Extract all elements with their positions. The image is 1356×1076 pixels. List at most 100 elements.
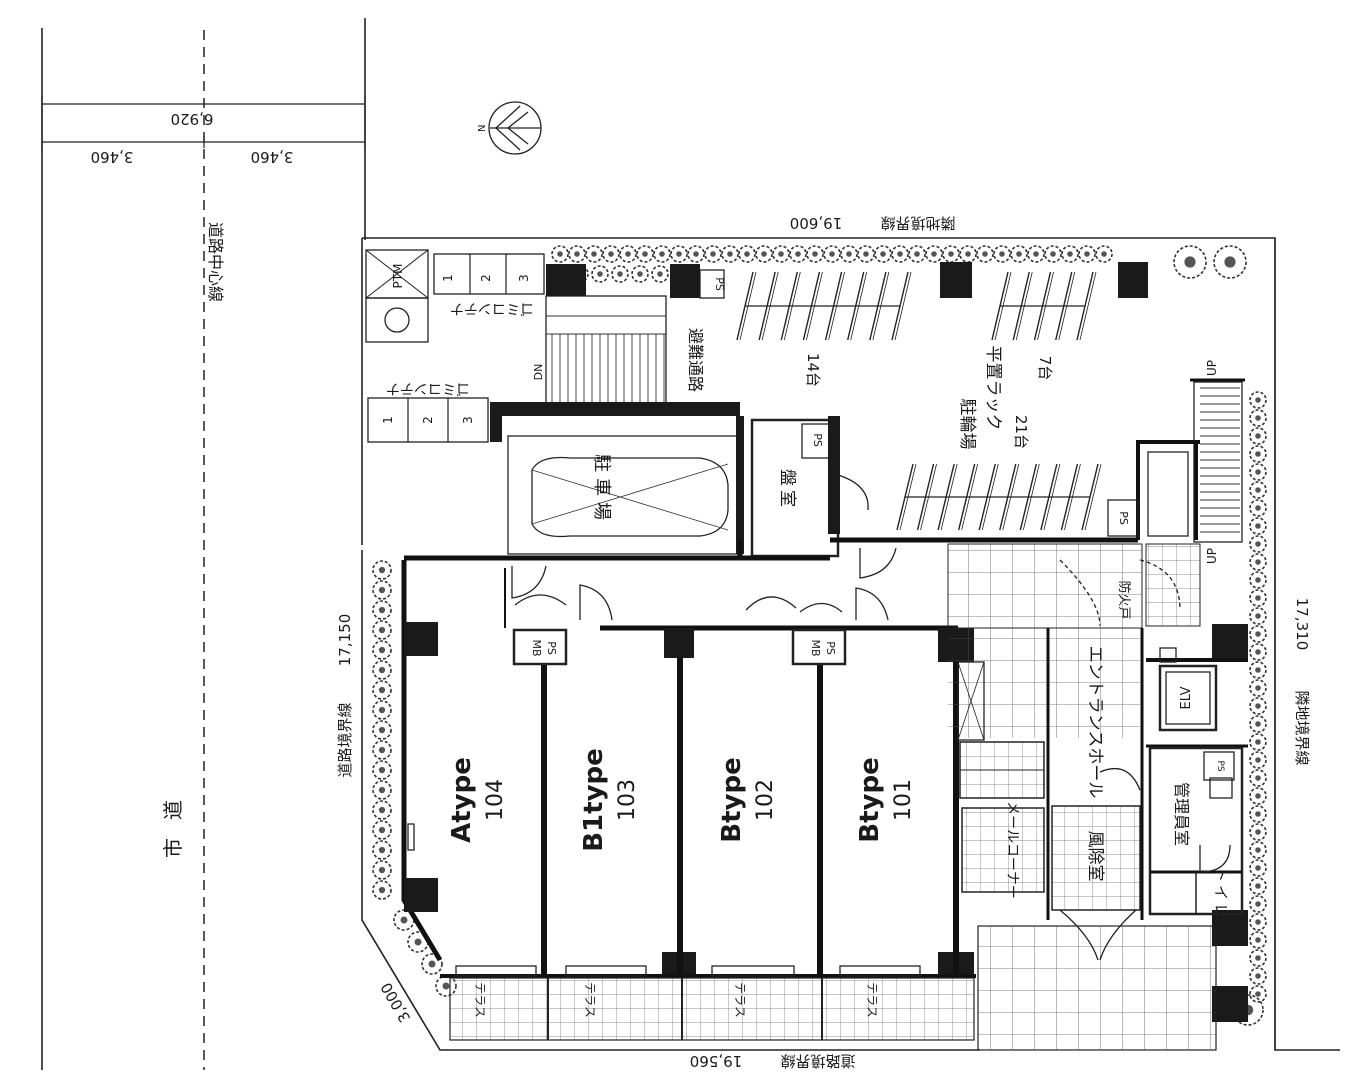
shrub-icon bbox=[1249, 409, 1267, 427]
shrub-icon bbox=[1249, 805, 1267, 823]
shrub-icon bbox=[1061, 245, 1079, 263]
shrub-icon bbox=[1249, 859, 1267, 877]
unit-101-number: 101 bbox=[891, 779, 916, 821]
dn-label: DN bbox=[532, 364, 545, 381]
shrub-icon bbox=[372, 660, 392, 680]
shrub-icon bbox=[1249, 967, 1267, 985]
shrub-icon bbox=[591, 265, 609, 283]
slot-3-mid: 3 bbox=[461, 416, 475, 424]
shrub-icon bbox=[551, 245, 569, 263]
garbage-label-top: ゴミコンテナ bbox=[450, 300, 534, 317]
shrub-icon bbox=[372, 680, 392, 700]
bike-count-21: 21台 bbox=[1012, 415, 1030, 449]
ps-label-stair: PS bbox=[1117, 511, 1130, 525]
road-centerline-label: 道路中心線 bbox=[206, 222, 225, 302]
shrub-icon bbox=[1249, 841, 1267, 859]
road-area bbox=[41, 18, 366, 1070]
hedge-left bbox=[372, 560, 457, 997]
up-label-top: UP bbox=[1205, 360, 1219, 376]
shrub-icon bbox=[1249, 877, 1267, 895]
parking-space bbox=[490, 402, 744, 555]
ps-label-top: PS bbox=[713, 277, 726, 291]
shrub-icon bbox=[568, 245, 586, 263]
shrub-icon bbox=[372, 840, 392, 860]
shrub-icon bbox=[372, 760, 392, 780]
top-boundary-label: 隣地境界線 bbox=[880, 214, 955, 232]
top-boundary-dim: 19,600 bbox=[790, 214, 843, 232]
shrub-icon bbox=[1249, 643, 1267, 661]
bike-count-14: 14台 bbox=[804, 353, 822, 387]
shrub-icon bbox=[619, 245, 637, 263]
bike-count-7: 7台 bbox=[1036, 356, 1054, 381]
manager-room-label: 管理員室 bbox=[1172, 782, 1191, 846]
garbage-area-top bbox=[365, 249, 545, 343]
right-boundary-dim: 17,310 bbox=[1293, 598, 1311, 651]
road-half-dim-left: 3,460 bbox=[91, 148, 134, 166]
shrub-icon bbox=[789, 245, 807, 263]
unit-102-type: Btype bbox=[717, 757, 747, 842]
terraces bbox=[407, 823, 975, 1041]
bottom-boundary-label: 道路境界線 bbox=[780, 1052, 855, 1070]
shrub-icon bbox=[840, 245, 858, 263]
entrance-tile-area bbox=[947, 543, 1217, 1051]
shrub-icon bbox=[993, 245, 1011, 263]
manager-room bbox=[1148, 746, 1244, 916]
ptm-label: PTM bbox=[391, 264, 405, 289]
shrub-icon bbox=[670, 245, 688, 263]
shrub-icon bbox=[908, 245, 926, 263]
shrub-icon bbox=[653, 245, 671, 263]
hedge-top bbox=[551, 245, 1247, 283]
north-arrow bbox=[488, 101, 542, 155]
shrub-icon bbox=[1249, 481, 1267, 499]
panel-room-label: 盤室 bbox=[777, 469, 797, 511]
bike-racks bbox=[736, 271, 1102, 531]
corner-dim: 3,000 bbox=[377, 979, 414, 1025]
shrub-icon bbox=[738, 245, 756, 263]
shrub-icon bbox=[585, 245, 603, 263]
shrub-icon bbox=[925, 245, 943, 263]
slot-2-top: 2 bbox=[479, 274, 493, 282]
shrub-icon bbox=[372, 600, 392, 620]
bottom-boundary-dim: 19,560 bbox=[690, 1052, 743, 1070]
shrub-icon bbox=[1044, 245, 1062, 263]
unit-103-number: 103 bbox=[615, 779, 640, 821]
windbreak-label: 風除室 bbox=[1085, 831, 1105, 882]
ps-label-2: PS bbox=[824, 641, 837, 655]
north-label: N bbox=[477, 125, 488, 132]
shrub-icon bbox=[1249, 499, 1267, 517]
toilet-label: トイレ bbox=[1212, 867, 1230, 921]
shrub-icon bbox=[372, 620, 392, 640]
shrub-icon bbox=[857, 245, 875, 263]
terrace-label-103: テラス bbox=[583, 982, 597, 1018]
shrub-icon bbox=[891, 245, 909, 263]
shrub-icon bbox=[1249, 625, 1267, 643]
shrub-icon bbox=[1249, 463, 1267, 481]
ps-label-manager: PS bbox=[1215, 760, 1225, 771]
shrub-icon bbox=[611, 265, 629, 283]
shrub-icon bbox=[1249, 517, 1267, 535]
shrub-icon bbox=[823, 245, 841, 263]
garbage-label-mid: ゴミコンテナ bbox=[386, 380, 470, 397]
shrub-icon bbox=[772, 245, 790, 263]
site-boundary bbox=[361, 237, 1340, 1051]
shrub-icon bbox=[1249, 571, 1267, 589]
shrub-icon bbox=[1249, 931, 1267, 949]
shrub-icon bbox=[1249, 895, 1267, 913]
shrub-icon bbox=[372, 560, 392, 580]
shrub-icon bbox=[1249, 715, 1267, 733]
slot-1-mid: 1 bbox=[381, 416, 395, 424]
terrace-label-104: テラス bbox=[473, 982, 487, 1018]
shrub-icon bbox=[1249, 427, 1267, 445]
shrub-icon bbox=[687, 245, 705, 263]
shrub-icon bbox=[1249, 535, 1267, 553]
shrub-icon bbox=[372, 780, 392, 800]
bike-parking-label: 駐輪場 bbox=[957, 399, 977, 450]
slot-1-top: 1 bbox=[441, 274, 455, 282]
shrub-icon bbox=[1249, 751, 1267, 769]
mail-corner-label: メールコーナー bbox=[1004, 801, 1020, 899]
terrace-label-101: テラス bbox=[865, 982, 879, 1018]
shrub-icon bbox=[372, 580, 392, 600]
road-half-dim-right: 3,460 bbox=[251, 148, 294, 166]
elv-label: ELV bbox=[1179, 686, 1194, 709]
